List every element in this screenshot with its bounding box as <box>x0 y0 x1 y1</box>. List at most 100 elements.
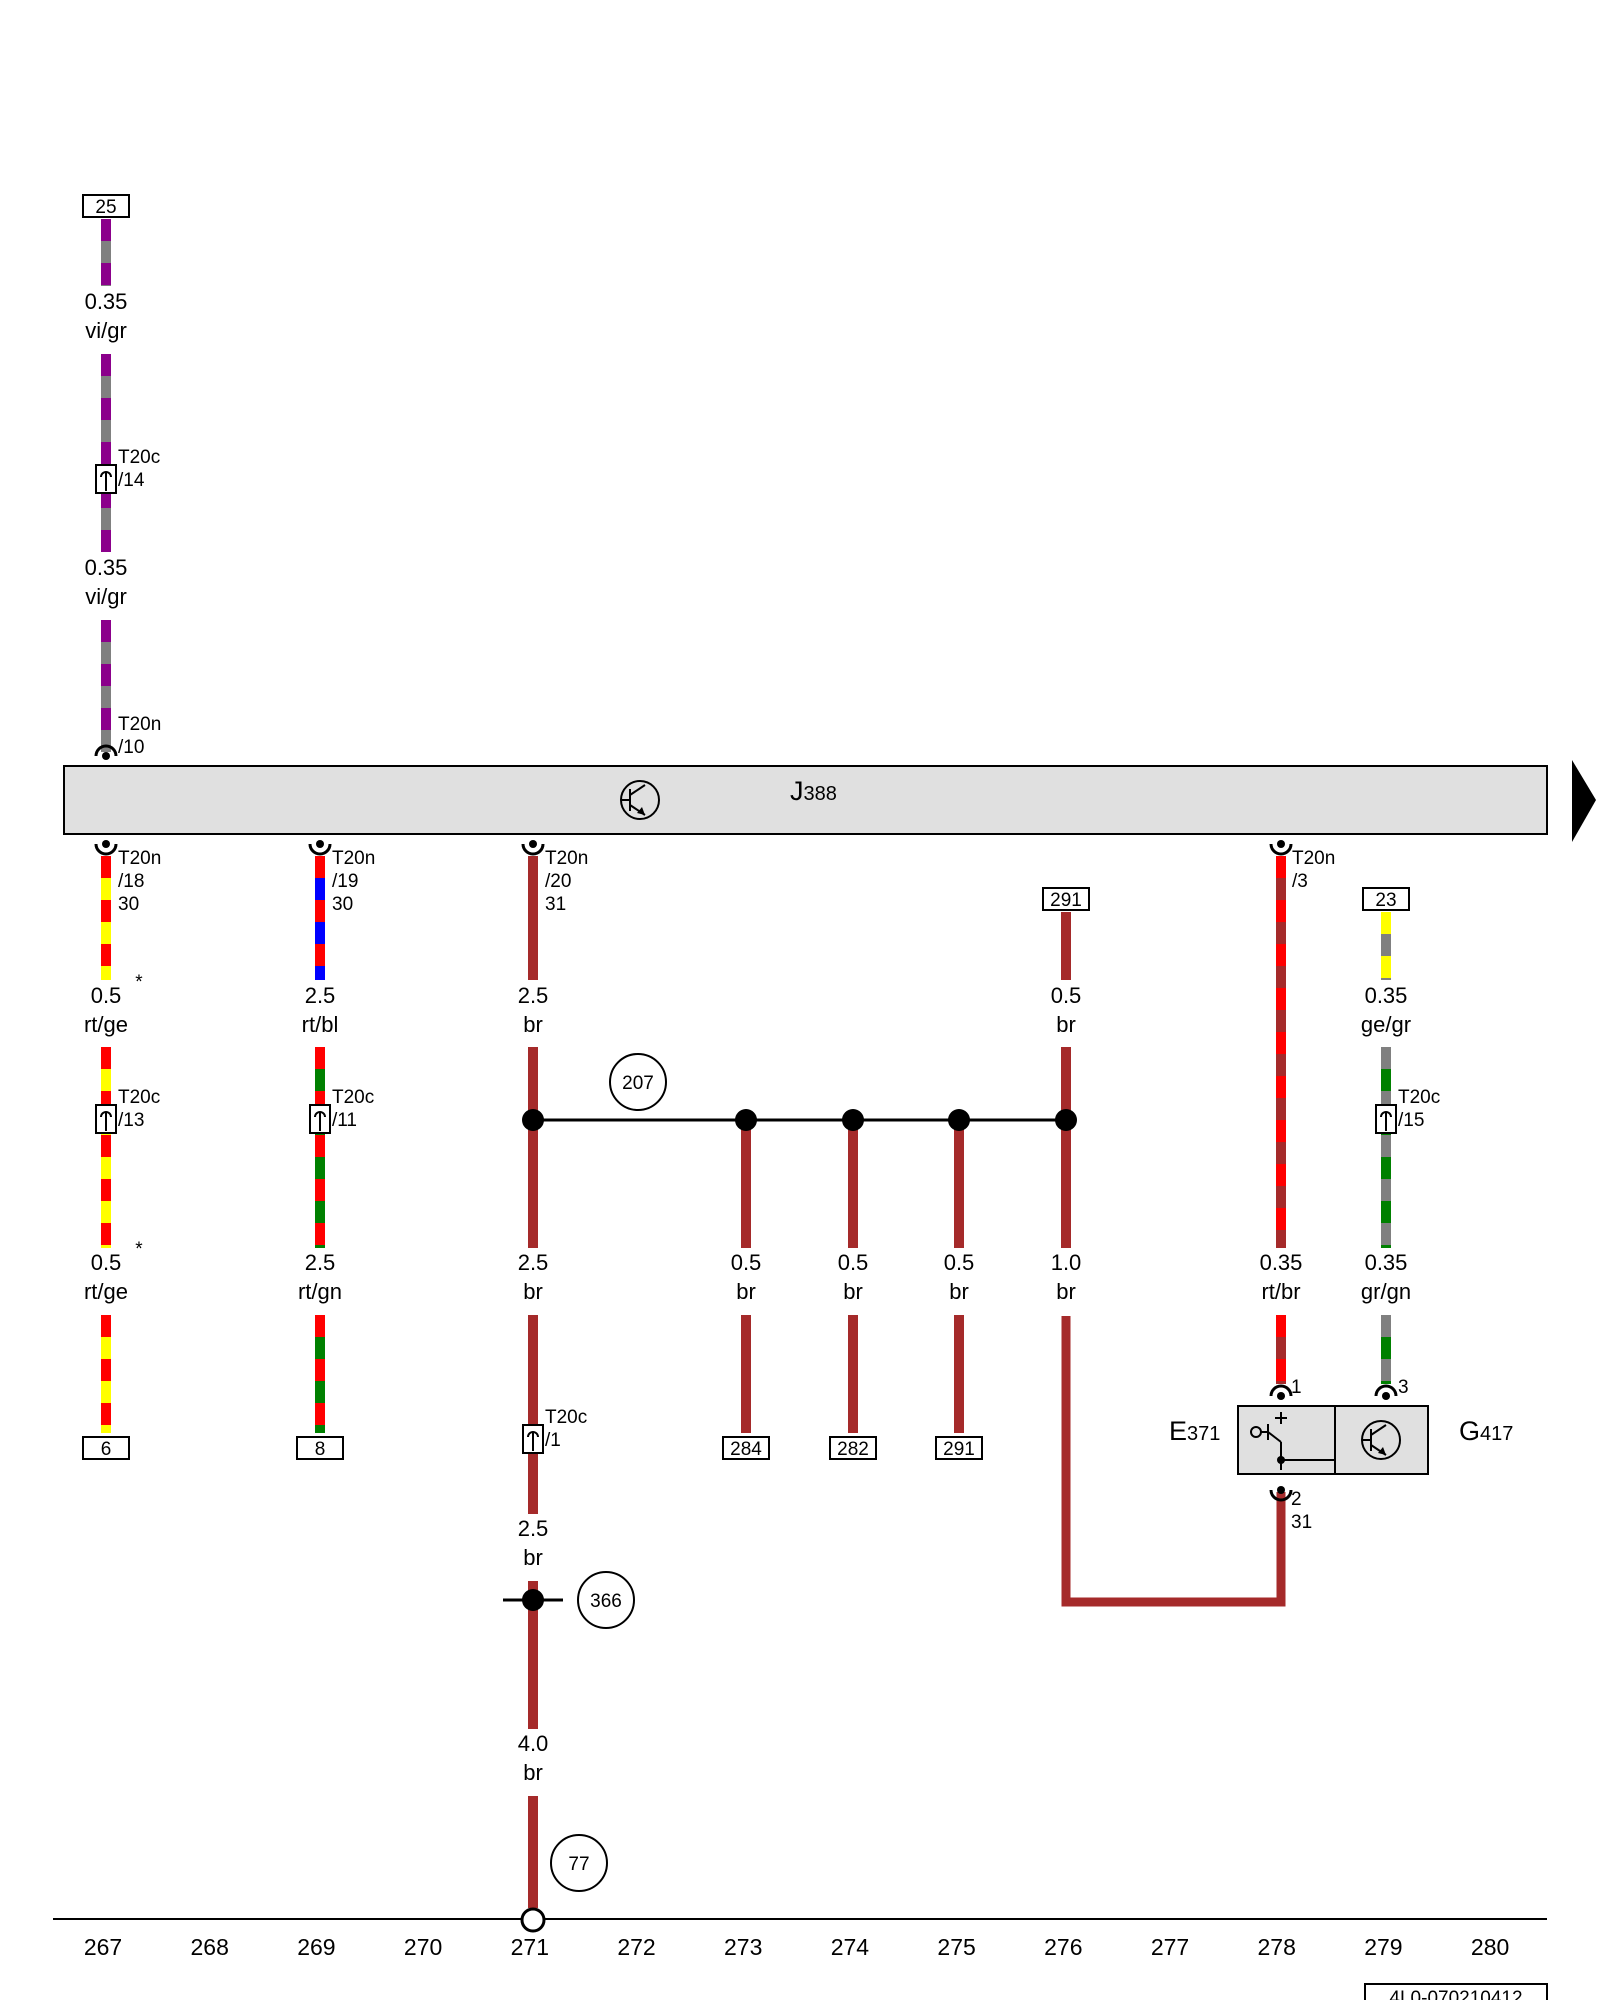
ref-box-8[interactable]: 8 <box>296 1436 344 1460</box>
svg-text:291: 291 <box>943 1439 975 1460</box>
wire-gauge: 2.5 <box>518 1516 549 1541</box>
wire-color: vi/gr <box>85 318 127 343</box>
svg-text:282: 282 <box>837 1439 869 1460</box>
ground-terminal <box>520 1907 546 1933</box>
svg-text:207: 207 <box>622 1073 654 1094</box>
track-number: 271 <box>511 1934 549 1960</box>
wire-segment <box>528 1581 538 1729</box>
wires-layer <box>101 219 1391 1908</box>
track-number: 273 <box>724 1934 762 1960</box>
wire-gauge: 4.0 <box>518 1731 549 1756</box>
ref-box-291-top[interactable]: 291 <box>1042 887 1090 911</box>
track-number: 269 <box>297 1934 335 1960</box>
wire-gauge: 0.35 <box>85 555 128 580</box>
wire-gauge: 0.5 <box>838 1250 869 1275</box>
wire-color: br <box>523 1545 543 1570</box>
svg-text:25: 25 <box>95 197 116 218</box>
wire-segment <box>315 856 325 980</box>
junction-point <box>735 1109 757 1131</box>
connector-label: 1 <box>1291 1377 1302 1398</box>
wire-gauge: 0.5 <box>1051 983 1082 1008</box>
wire-segment <box>315 1047 325 1248</box>
wire-gauge: 0.5 <box>944 1250 975 1275</box>
ref-box-291-bottom[interactable]: 291 <box>935 1436 983 1460</box>
wire-gauge: 0.35 <box>85 289 128 314</box>
wire-gauge: 1.0 <box>1051 1250 1082 1275</box>
wire-note-mark: * <box>135 1239 143 1260</box>
wire-color: br <box>523 1012 543 1037</box>
wire-segment <box>528 856 538 980</box>
connector-label: 3 <box>1398 1377 1409 1398</box>
wire-segment <box>101 354 111 552</box>
wire-segment <box>848 1315 858 1433</box>
svg-text:77: 77 <box>568 1854 589 1875</box>
track-number: 276 <box>1044 1934 1082 1960</box>
wire-note-mark: * <box>135 972 143 993</box>
track-number: 272 <box>617 1934 655 1960</box>
wire-color: ge/gr <box>1361 1012 1411 1037</box>
wire-color: gr/gn <box>1361 1279 1411 1304</box>
ref-box-6[interactable]: 6 <box>82 1436 130 1460</box>
ref-box-23[interactable]: 23 <box>1362 887 1410 911</box>
wire-segment <box>528 1796 538 1908</box>
wire-gauge: 0.35 <box>1365 1250 1408 1275</box>
wire-color: rt/bl <box>302 1012 339 1037</box>
wire-segment <box>1276 1315 1286 1384</box>
wire-segment <box>1381 1047 1391 1248</box>
wire-gauge: 0.5 <box>731 1250 762 1275</box>
track-number: 278 <box>1258 1934 1296 1960</box>
wire-gauge: 2.5 <box>305 1250 336 1275</box>
pin-contact-icon <box>521 840 545 856</box>
ref-box-25[interactable]: 25 <box>82 194 130 218</box>
wire-segment <box>101 620 111 752</box>
control-module-j388[interactable]: J388 <box>63 765 1548 835</box>
wire-gauge: 0.5 <box>91 983 122 1008</box>
connector-label: T20c/11 <box>332 1087 374 1131</box>
connector-label: T20c/13 <box>118 1087 160 1131</box>
wire-color: br <box>1056 1279 1076 1304</box>
svg-text:366: 366 <box>590 1591 622 1612</box>
component-e371-g417[interactable]: E371 G417 <box>1169 1405 1513 1475</box>
node-366[interactable]: 366 <box>577 1571 635 1629</box>
wire-segment <box>1276 856 1286 1248</box>
junction-point <box>948 1109 970 1131</box>
component-label-e371: E371 <box>1169 1416 1220 1446</box>
wire-color: br <box>949 1279 969 1304</box>
ref-box-284[interactable]: 284 <box>722 1436 770 1460</box>
pin-contact-icon <box>1269 1486 1293 1502</box>
svg-text:8: 8 <box>315 1439 326 1460</box>
wire-segment <box>101 219 111 286</box>
wire-gauge: 0.35 <box>1260 1250 1303 1275</box>
wire-color: rt/gn <box>298 1279 342 1304</box>
wire-segment <box>528 1315 538 1514</box>
wire-segment <box>528 1047 538 1248</box>
wire-color: br <box>736 1279 756 1304</box>
node-77[interactable]: 77 <box>550 1834 608 1892</box>
track-number: 270 <box>404 1934 442 1960</box>
pin-symbols <box>94 744 1398 1502</box>
inline-connector-icon <box>1375 1104 1397 1134</box>
wire-segment <box>954 1315 964 1433</box>
ref-box-282[interactable]: 282 <box>829 1436 877 1460</box>
node-207[interactable]: 207 <box>609 1053 667 1111</box>
svg-text:23: 23 <box>1375 890 1396 911</box>
pin-contact-icon <box>94 840 118 856</box>
ground-return-wire <box>1061 1316 1286 1607</box>
inline-connectors <box>95 464 1397 1454</box>
module-body <box>63 765 1548 835</box>
svg-text:6: 6 <box>101 1439 112 1460</box>
wire-gauge: 0.5 <box>91 1250 122 1275</box>
wire-segment <box>741 1315 751 1433</box>
wire-color: br <box>523 1760 543 1785</box>
wire-color: rt/ge <box>84 1012 128 1037</box>
connector-label: T20c/15 <box>1398 1087 1440 1131</box>
switch-icon <box>1250 1412 1335 1470</box>
wire-gauge: 2.5 <box>518 983 549 1008</box>
wire-color: rt/ge <box>84 1279 128 1304</box>
wire-segment <box>1061 1047 1071 1248</box>
